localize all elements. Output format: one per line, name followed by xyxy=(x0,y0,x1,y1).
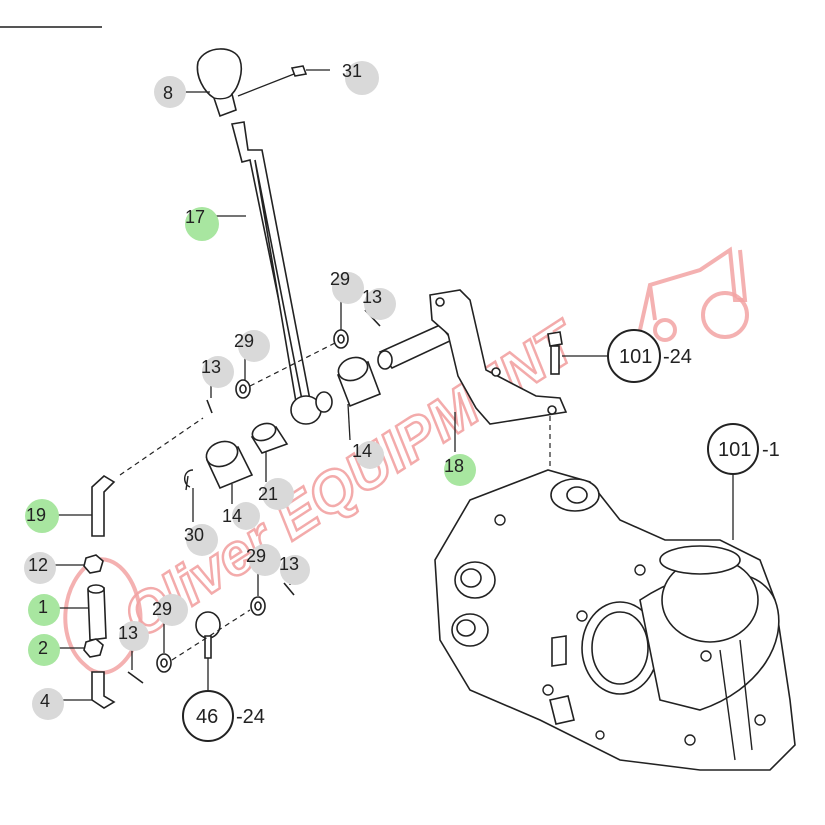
callout-13-left: 13 xyxy=(201,356,234,388)
snap-ring-30 xyxy=(184,469,194,491)
callout-19: 19 xyxy=(25,499,59,533)
callout-13-lower-left-label: 13 xyxy=(118,623,138,643)
callout-17: 17 xyxy=(185,207,219,241)
watermark-o-letter-icon xyxy=(63,557,143,675)
pin-13-left xyxy=(206,399,213,414)
callout-13-upper-label: 13 xyxy=(362,287,382,307)
callout-101-24-label: 101 xyxy=(619,346,652,368)
callout-21-label: 21 xyxy=(258,484,278,504)
callout-14-lower: 14 xyxy=(222,502,260,530)
callout-101-1: 101 -1 xyxy=(707,423,780,475)
callout-8: 8 xyxy=(154,76,186,108)
callout-29-lower-left: 29 xyxy=(152,594,188,626)
shift-lever xyxy=(231,121,333,425)
pin-13-lower-left xyxy=(127,671,144,684)
nut-12 xyxy=(83,554,104,574)
nut-2 xyxy=(83,638,104,658)
washer-29-left xyxy=(235,379,251,399)
callout-101-24: 101 -24 xyxy=(607,329,692,383)
callout-14-upper: 14 xyxy=(352,441,384,469)
callout-46-24-suffix: -24 xyxy=(236,706,265,728)
transmission-housing xyxy=(434,469,796,771)
bushing-14-lower xyxy=(205,440,254,490)
callout-8-label: 8 xyxy=(163,83,173,103)
callout-101-24-suffix: -24 xyxy=(663,346,692,368)
clevis-46-24 xyxy=(195,611,221,659)
screw-31 xyxy=(290,65,330,77)
callout-29-left: 29 xyxy=(234,330,270,362)
callout-13-lower-right: 13 xyxy=(279,554,310,585)
callout-21: 21 xyxy=(258,478,294,510)
callout-12: 12 xyxy=(24,552,56,584)
bracket-18 xyxy=(377,289,568,425)
callout-14-upper-label: 14 xyxy=(352,441,372,461)
bushing-21 xyxy=(250,422,289,454)
washer-29-lower-left xyxy=(156,653,172,673)
washer-29-upper xyxy=(333,329,349,349)
callout-13-lower-left: 13 xyxy=(118,621,149,651)
callout-13-left-label: 13 xyxy=(201,357,221,377)
callout-101-1-suffix: -1 xyxy=(762,439,780,461)
shift-knob xyxy=(196,48,243,118)
callout-12-label: 12 xyxy=(28,555,48,575)
callout-13-lower-right-label: 13 xyxy=(279,554,299,574)
callouts: 8 31 17 29 13 29 13 101 -24 xyxy=(24,61,780,742)
callout-13-upper: 13 xyxy=(362,287,396,320)
callout-29-upper-label: 29 xyxy=(330,269,350,289)
callout-4: 4 xyxy=(32,688,64,720)
callout-29-left-label: 29 xyxy=(234,331,254,351)
bushing-14-upper xyxy=(336,356,382,408)
callout-2: 2 xyxy=(28,634,60,666)
callout-18: 18 xyxy=(444,454,476,486)
callout-4-label: 4 xyxy=(40,691,50,711)
callout-46-24-label: 46 xyxy=(196,706,218,728)
sleeve-1 xyxy=(87,584,107,641)
callout-31-label: 31 xyxy=(342,61,362,81)
bolt-101-24 xyxy=(547,331,563,375)
callout-46-24: 46 -24 xyxy=(182,690,265,742)
rod-4 xyxy=(91,671,116,709)
callout-17-label: 17 xyxy=(185,207,205,227)
callout-1-label: 1 xyxy=(38,597,48,617)
callout-29-lower-left-label: 29 xyxy=(152,599,172,619)
tractor-watermark-icon xyxy=(638,246,749,342)
callout-2-label: 2 xyxy=(38,638,48,658)
callout-18-label: 18 xyxy=(444,456,464,476)
washer-29-lower-right xyxy=(250,596,266,616)
callout-29-lower-right: 29 xyxy=(246,544,281,576)
header-rule xyxy=(0,26,102,28)
pin-13-lower-right xyxy=(283,582,295,596)
callout-19-label: 19 xyxy=(26,505,46,525)
callout-29-lower-right-label: 29 xyxy=(246,546,266,566)
callout-14-lower-label: 14 xyxy=(222,506,242,526)
callout-30: 30 xyxy=(184,524,218,556)
callout-101-1-label: 101 xyxy=(718,439,751,461)
callout-29-upper: 29 xyxy=(330,269,364,304)
callout-30-label: 30 xyxy=(184,525,204,545)
callout-1: 1 xyxy=(28,594,60,626)
rod-19 xyxy=(91,475,116,537)
callout-31: 31 xyxy=(342,61,379,95)
